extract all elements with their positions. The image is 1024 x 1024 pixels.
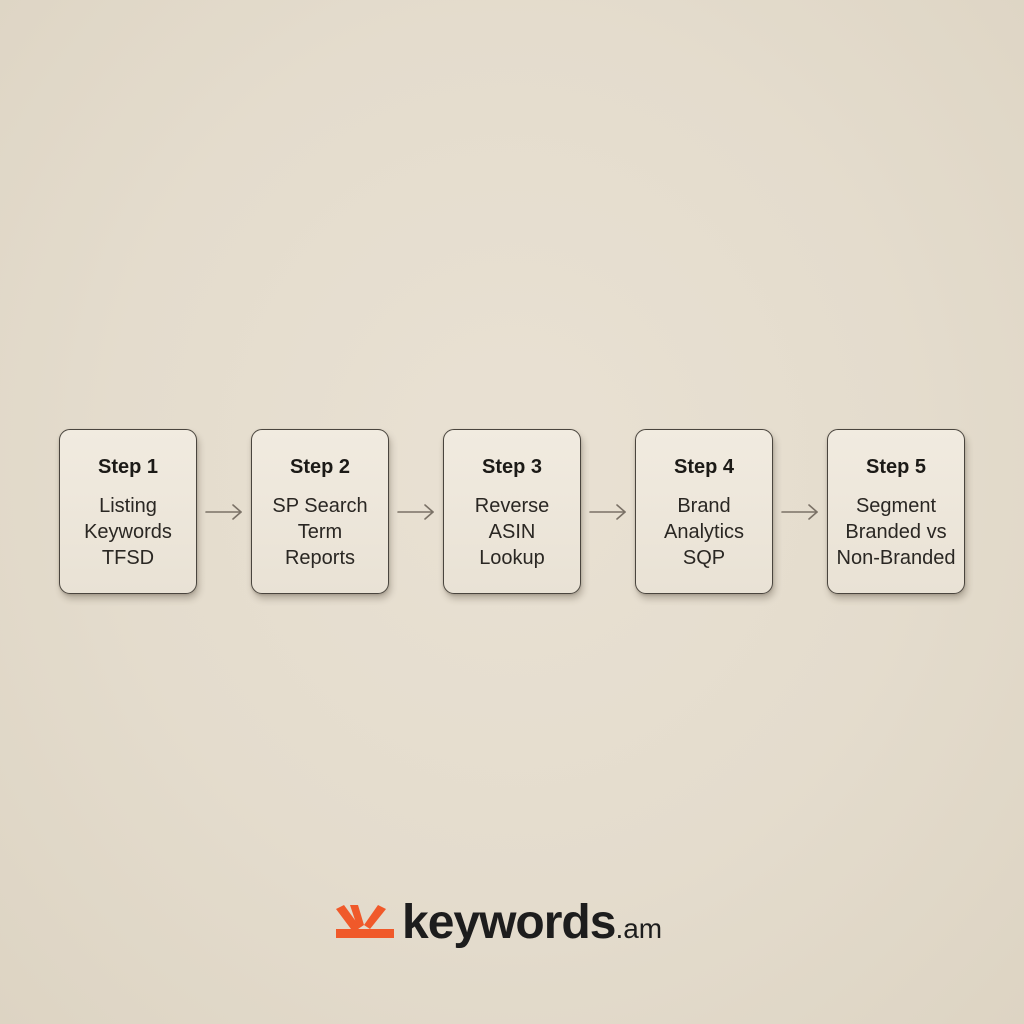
brand-name: keywords [402,896,616,949]
step-description-line: Analytics [663,521,745,543]
step-card-1: Step 1 Listing Keywords TFSD [59,429,197,594]
arrow-right-icon [397,504,434,520]
step-description: Segment Branded vs Non-Branded [828,493,964,571]
step-description-line: SQP [682,547,726,569]
step-description-line: Term [297,521,343,543]
brand-wordmark: keywords.am [402,895,662,957]
step-description-line: Lookup [479,547,545,569]
step-description-line: Branded vs [845,521,947,543]
step-description-line: TFSD [101,547,155,569]
step-card-5: Step 5 Segment Branded vs Non-Branded [827,429,965,594]
step-description-line: Reverse [474,495,550,517]
step-description-line: Non-Branded [836,547,956,569]
step-description-line: Brand [677,495,731,517]
brand-mark-icon [336,905,394,938]
arrow-right-icon [589,504,626,520]
step-card-2: Step 2 SP Search Term Reports [251,429,389,594]
brand-tld: .am [615,913,663,944]
step-description-line: Listing [99,495,157,517]
step-title: Step 4 [673,456,735,478]
step-description: Listing Keywords TFSD [60,493,196,571]
step-card-4: Step 4 Brand Analytics SQP [635,429,773,594]
step-description-line: Reports [284,547,356,569]
arrow-right-icon [781,504,818,520]
step-description: Reverse ASIN Lookup [444,493,580,571]
step-description: SP Search Term Reports [252,493,388,571]
brand-logo: keywords.am [334,895,694,955]
step-description-line: Segment [855,495,937,517]
arrow-right-icon [205,504,242,520]
step-description-line: ASIN [488,521,536,543]
step-title: Step 1 [97,456,159,478]
step-title: Step 2 [289,456,351,478]
step-title: Step 3 [481,456,543,478]
step-description-line: SP Search [272,495,368,517]
step-card-3: Step 3 Reverse ASIN Lookup [443,429,581,594]
step-description-line: Keywords [84,521,172,543]
step-title: Step 5 [865,456,927,478]
step-description: Brand Analytics SQP [636,493,772,571]
